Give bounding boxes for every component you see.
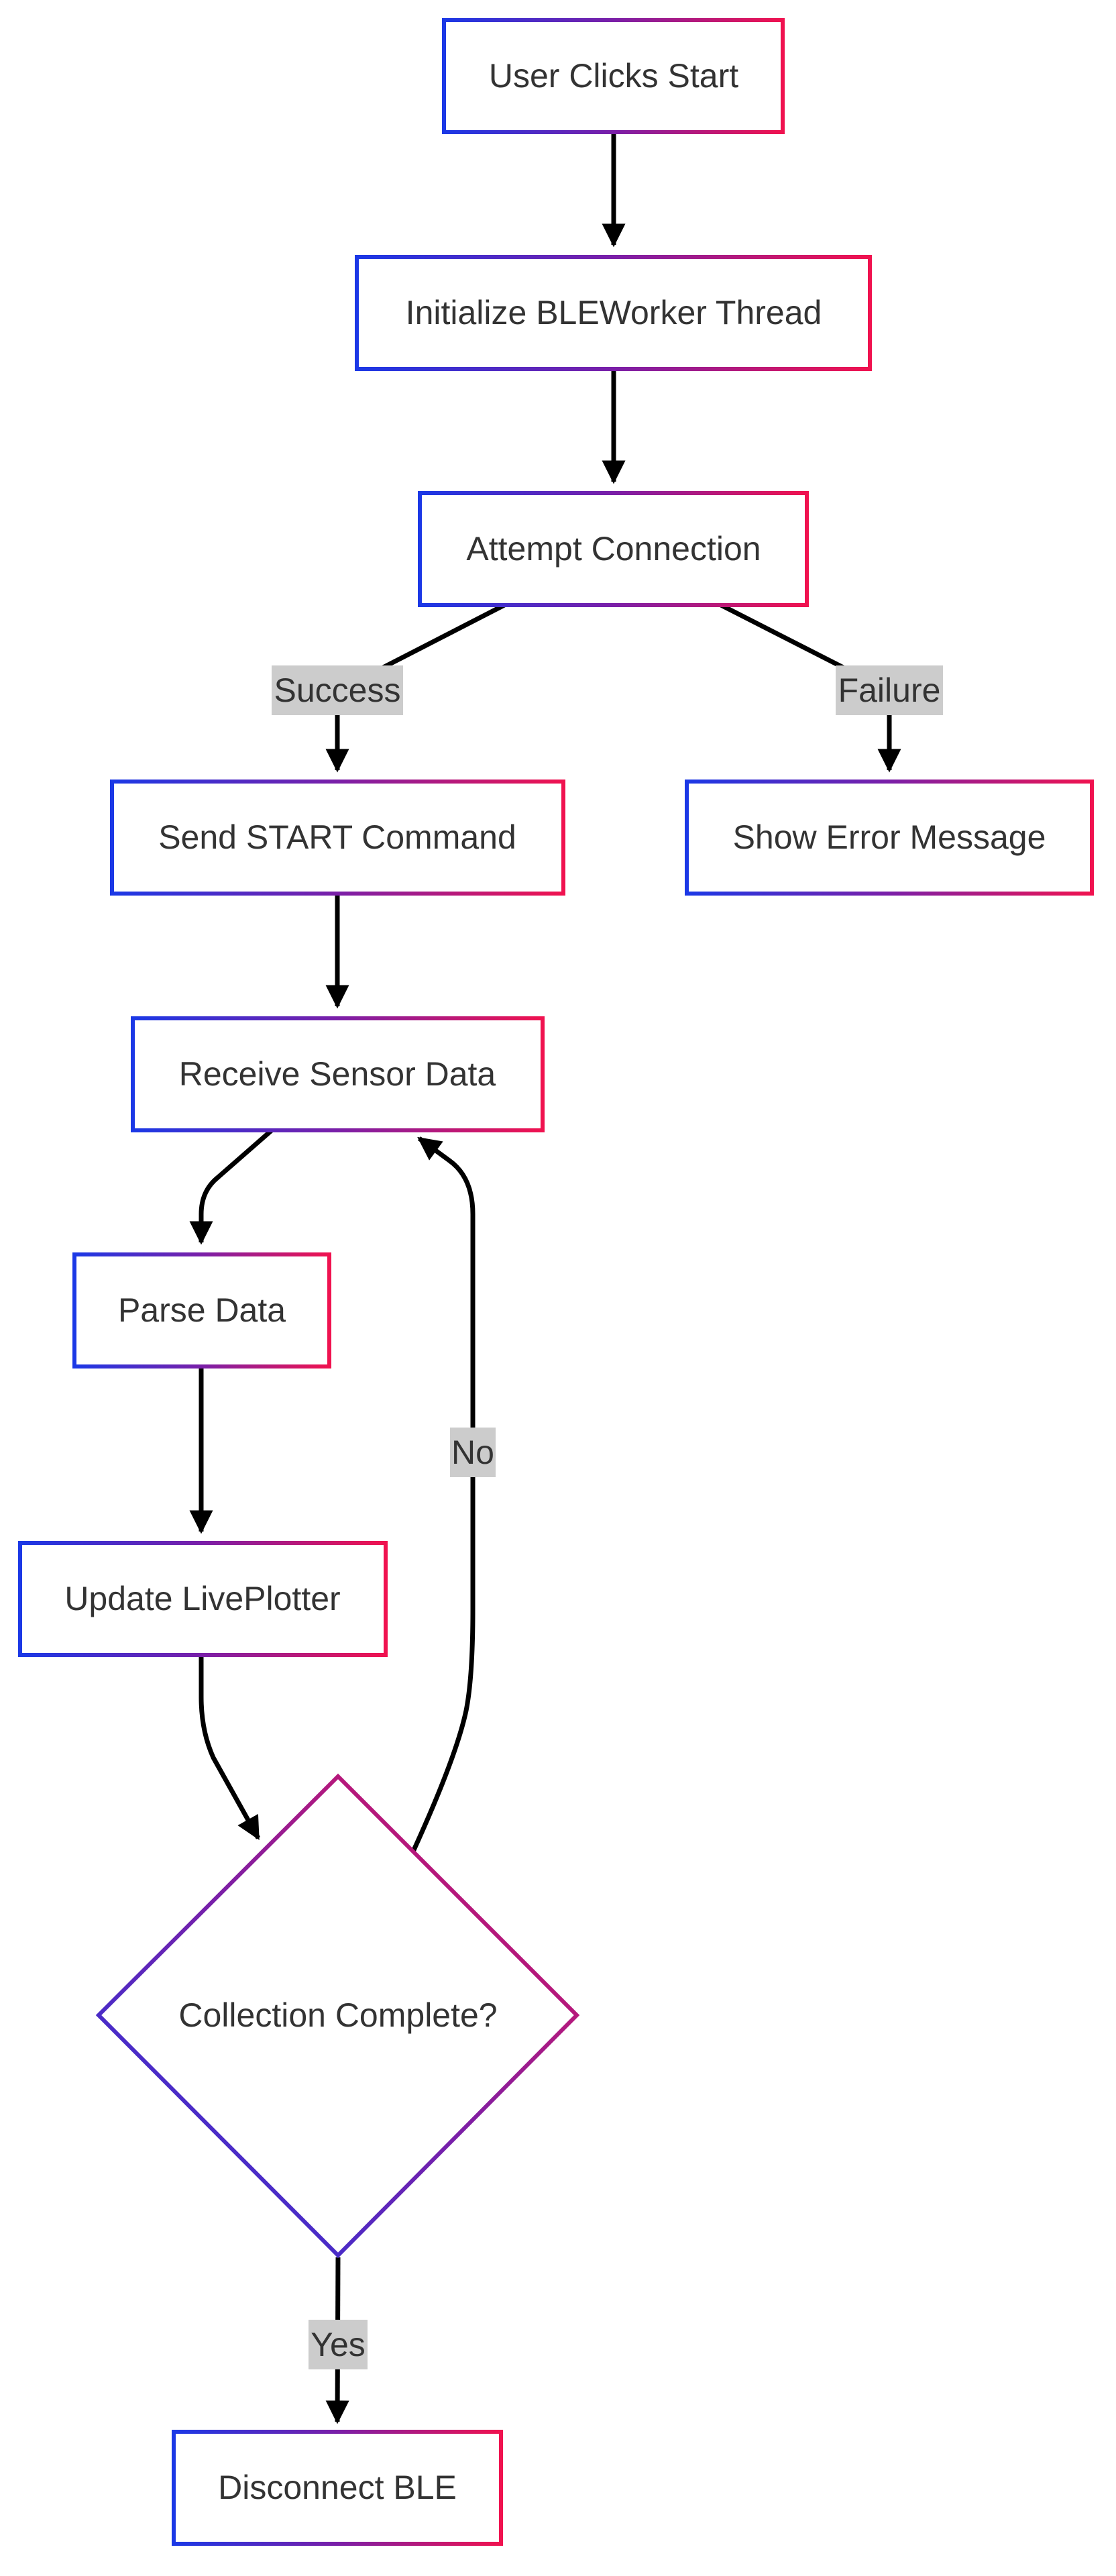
- edge-label-success: Success: [272, 665, 403, 715]
- node-collection-complete-decision: Collection Complete?: [95, 1773, 580, 2259]
- node-receive-sensor-data: Receive Sensor Data: [131, 1016, 545, 1132]
- edge-receive-to-parse: [189, 1128, 274, 1245]
- node-parse-data: Parse Data: [72, 1252, 331, 1368]
- node-attempt-connection: Attempt Connection: [418, 491, 809, 607]
- node-initialize-bleworker-thread: Initialize BLEWorker Thread: [355, 255, 872, 371]
- node-update-liveplotter: Update LivePlotter: [18, 1541, 388, 1657]
- svg-text:No: No: [451, 1434, 494, 1471]
- svg-text:Collection Complete?: Collection Complete?: [178, 1996, 497, 2034]
- svg-text:Receive Sensor Data: Receive Sensor Data: [179, 1055, 496, 1093]
- svg-text:Attempt Connection: Attempt Connection: [466, 530, 761, 568]
- svg-text:Send START Command: Send START Command: [158, 818, 516, 856]
- svg-text:User Clicks Start: User Clicks Start: [489, 57, 738, 95]
- svg-text:Show Error Message: Show Error Message: [733, 818, 1046, 856]
- svg-text:Update LivePlotter: Update LivePlotter: [64, 1580, 340, 1617]
- node-disconnect-ble: Disconnect BLE: [172, 2430, 503, 2546]
- node-user-clicks-start: User Clicks Start: [442, 18, 785, 134]
- svg-text:Yes: Yes: [311, 2326, 366, 2363]
- edge-label-failure: Failure: [836, 665, 943, 715]
- svg-text:Failure: Failure: [838, 672, 941, 709]
- svg-text:Success: Success: [274, 672, 401, 709]
- node-show-error-message: Show Error Message: [685, 780, 1094, 896]
- svg-text:Disconnect BLE: Disconnect BLE: [218, 2469, 457, 2506]
- edge-label-yes: Yes: [309, 2320, 368, 2369]
- edge-label-no: No: [450, 1428, 496, 1477]
- svg-text:Initialize BLEWorker Thread: Initialize BLEWorker Thread: [406, 294, 822, 331]
- edge-update-to-decision: [199, 1655, 261, 1841]
- node-send-start-command: Send START Command: [110, 780, 565, 896]
- edge-decision-no-to-receive: [410, 1136, 476, 1853]
- svg-text:Parse Data: Parse Data: [118, 1291, 286, 1329]
